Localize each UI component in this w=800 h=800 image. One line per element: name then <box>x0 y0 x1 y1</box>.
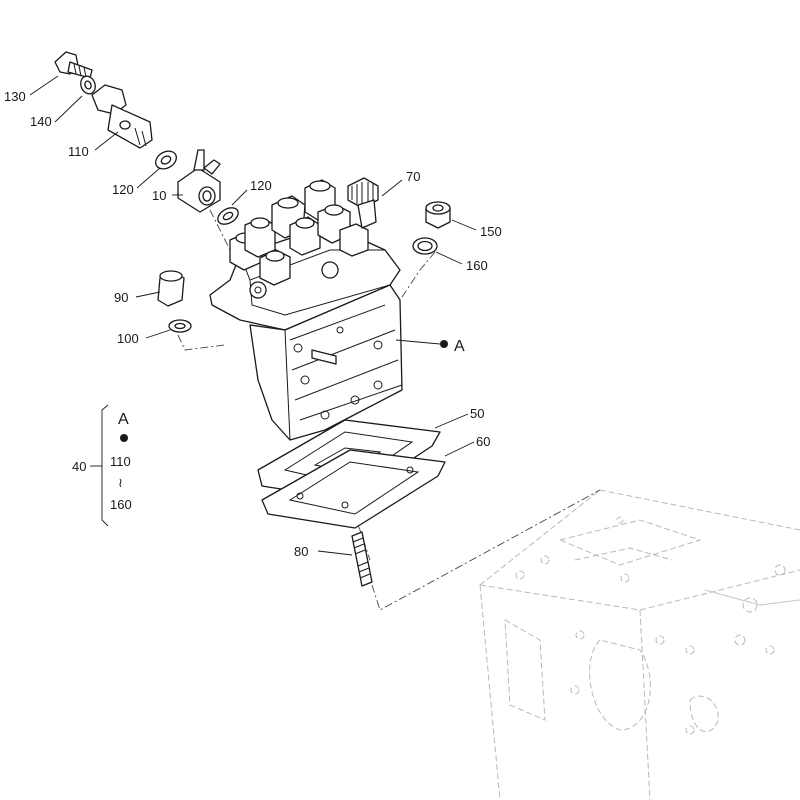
callout-a: A <box>454 338 465 355</box>
callout-150: 150 <box>480 224 502 239</box>
callout-110: 110 <box>68 144 89 159</box>
bolt-130 <box>54 51 93 79</box>
callout-120-lower: 120 <box>250 178 272 193</box>
kit-bracket-40: 40 A 110 ≀ 160 <box>72 404 132 527</box>
plug-150 <box>425 201 451 229</box>
kit-range-from: 110 <box>110 454 131 469</box>
kit-ref-dot <box>120 434 128 442</box>
bleed-screw-70 <box>347 177 379 229</box>
callout-60: 60 <box>476 434 490 449</box>
oring-100 <box>168 319 192 333</box>
engine-block-ghost <box>479 489 800 800</box>
gasket-60 <box>261 449 446 529</box>
stud-80 <box>351 531 373 587</box>
kit-number: 40 <box>72 459 86 474</box>
banjo-bolt-110 <box>91 84 153 149</box>
kit-range-to: 160 <box>110 497 132 512</box>
washer-120-upper <box>155 150 177 170</box>
callout-70: 70 <box>406 169 420 184</box>
ref-dot-a <box>440 340 448 348</box>
washer-120-lower <box>217 207 239 225</box>
washer-160 <box>412 237 438 255</box>
callout-120-upper: 120 <box>112 182 134 197</box>
callout-90: 90 <box>114 290 128 305</box>
callout-80: 80 <box>294 544 308 559</box>
kit-ref-letter: A <box>118 411 129 428</box>
kit-range-separator: ≀ <box>118 475 123 490</box>
callout-160: 160 <box>466 258 488 273</box>
delivery-valve-holders <box>229 179 369 299</box>
callout-50: 50 <box>470 406 484 421</box>
callout-100: 100 <box>117 331 139 346</box>
callout-10: 10 <box>152 188 166 203</box>
washer-140 <box>80 75 96 95</box>
callout-140: 140 <box>30 114 52 129</box>
kit-brace <box>101 404 109 527</box>
leader-lines <box>29 75 477 556</box>
banjo-fitting-10 <box>177 149 221 213</box>
injection-pump <box>209 179 403 441</box>
callout-labels: 130 140 110 120 10 120 70 150 160 90 100… <box>4 89 502 559</box>
bushing-90 <box>157 270 185 307</box>
callout-130: 130 <box>4 89 26 104</box>
